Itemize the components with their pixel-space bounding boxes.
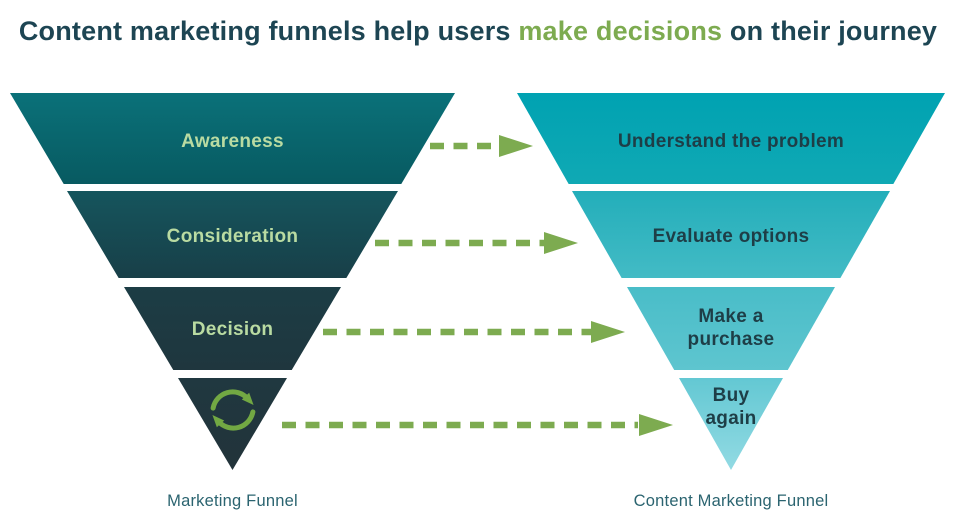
funnel-stage-decision: Decision [124,287,341,370]
repeat-icon [210,389,255,431]
funnel-stage-consideration: Consideration [67,191,398,278]
funnel-stage-understand-the-problem: Understand the problem [517,93,945,184]
funnel-stage-buy-again: Buy again [679,378,783,470]
stage-label: Understand the problem [617,131,845,153]
title-prefix: Content marketing funnels help users [18,16,519,46]
funnel-stage-make-a-purchase: Make a purchase [627,287,835,370]
stage-label: Awareness [181,131,284,153]
marketing-funnel-caption: Marketing Funnel [167,492,298,510]
stage-label: Make a purchase [687,305,775,350]
arrowhead-icon [499,135,533,157]
stage-label: Evaluate options [652,226,810,248]
title-highlight: make decisions [518,16,723,46]
funnel-stage-evaluate-options: Evaluate options [572,191,890,278]
page-title: Content marketing funnels help users mak… [0,16,956,47]
funnel-stage-awareness: Awareness [10,93,455,184]
content-funnel-caption: Content Marketing Funnel [633,492,829,510]
title-suffix: on their journey [722,16,938,46]
funnel-stage-repeat [178,378,287,470]
stage-label: Decision [191,319,274,341]
arrowhead-icon [639,414,673,436]
stage-label: Buy again [705,385,757,429]
arrowhead-icon [591,321,625,343]
arrowhead-icon [544,232,578,254]
stage-label: Consideration [166,226,299,248]
